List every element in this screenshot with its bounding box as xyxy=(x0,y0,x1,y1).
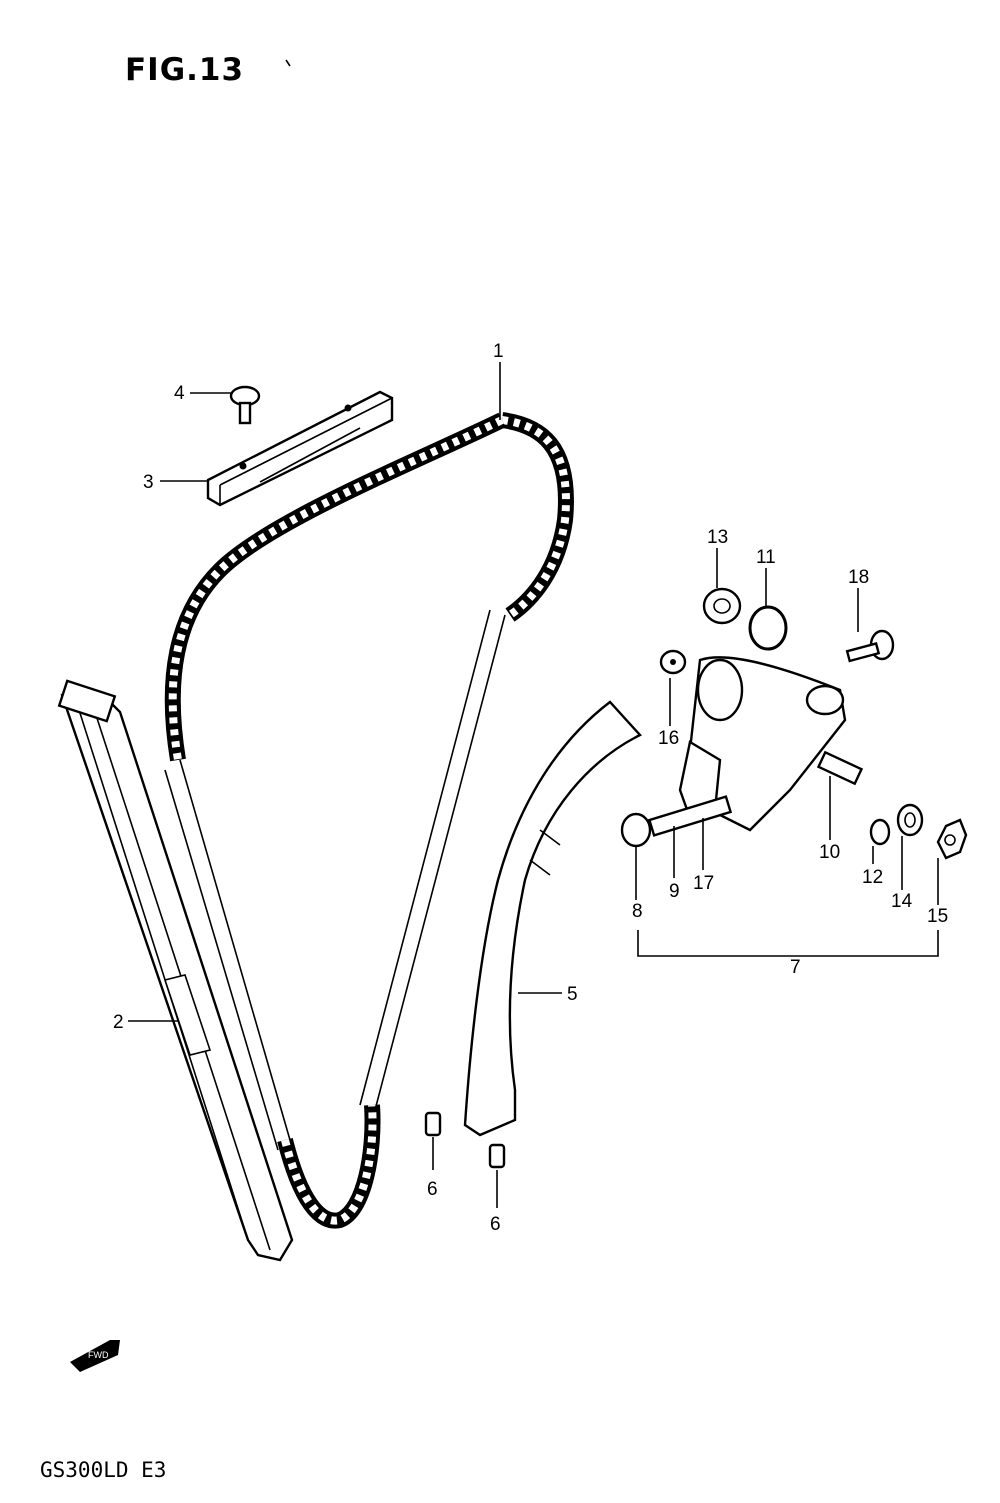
callout-5: 5 xyxy=(567,984,578,1005)
bolt-part-4 xyxy=(229,385,261,425)
callout-9: 9 xyxy=(669,881,680,902)
callout-16: 16 xyxy=(658,728,679,749)
callout-15: 15 xyxy=(927,906,948,927)
callout-12: 12 xyxy=(862,867,883,888)
forward-arrow-icon: FWD xyxy=(70,1340,120,1372)
callout-14: 14 xyxy=(891,891,913,912)
callout-labels: 1 2 3 4 5 6 6 7 8 9 10 11 12 13 14 15 16… xyxy=(113,341,948,1235)
leader-lines xyxy=(128,362,939,1208)
top-chain-guide-part-3 xyxy=(206,390,394,507)
callout-11: 11 xyxy=(756,547,776,568)
callout-13: 13 xyxy=(707,527,728,548)
adjuster-head-part-8 xyxy=(620,812,652,848)
spring-part-10 xyxy=(816,750,864,786)
push-rod-part-9 xyxy=(647,795,733,837)
rear-chain-guide-part-2 xyxy=(57,679,294,1262)
pin-part-6-a xyxy=(424,1111,442,1137)
callout-18: 18 xyxy=(848,567,869,588)
callout-8: 8 xyxy=(632,901,643,922)
callout-1: 1 xyxy=(493,341,504,362)
o-ring-part-11 xyxy=(748,605,788,651)
washer-part-16 xyxy=(659,649,687,675)
callout-6a: 6 xyxy=(427,1179,438,1200)
ring-part-12 xyxy=(869,818,891,846)
callout-17: 17 xyxy=(693,873,714,894)
washer-part-14 xyxy=(896,803,924,837)
bolt-part-18 xyxy=(845,629,895,663)
callout-4: 4 xyxy=(174,383,185,404)
pin-part-6-b xyxy=(488,1143,506,1169)
tensioner-body-part-7 xyxy=(688,656,847,832)
figure-title: FIG.13 xyxy=(125,52,245,88)
callout-6b: 6 xyxy=(490,1214,501,1235)
nut-part-15 xyxy=(936,818,968,860)
tensioner-guide-part-5 xyxy=(463,700,642,1137)
model-code: GS300LD E3 xyxy=(40,1458,167,1482)
cam-chain-part-1 xyxy=(164,412,574,1229)
fwd-label: FWD xyxy=(88,1350,109,1360)
callout-3: 3 xyxy=(143,472,154,493)
callout-7: 7 xyxy=(790,957,801,978)
callout-10: 10 xyxy=(819,842,840,863)
callout-2: 2 xyxy=(113,1012,124,1033)
oil-seal-part-13 xyxy=(702,587,742,625)
